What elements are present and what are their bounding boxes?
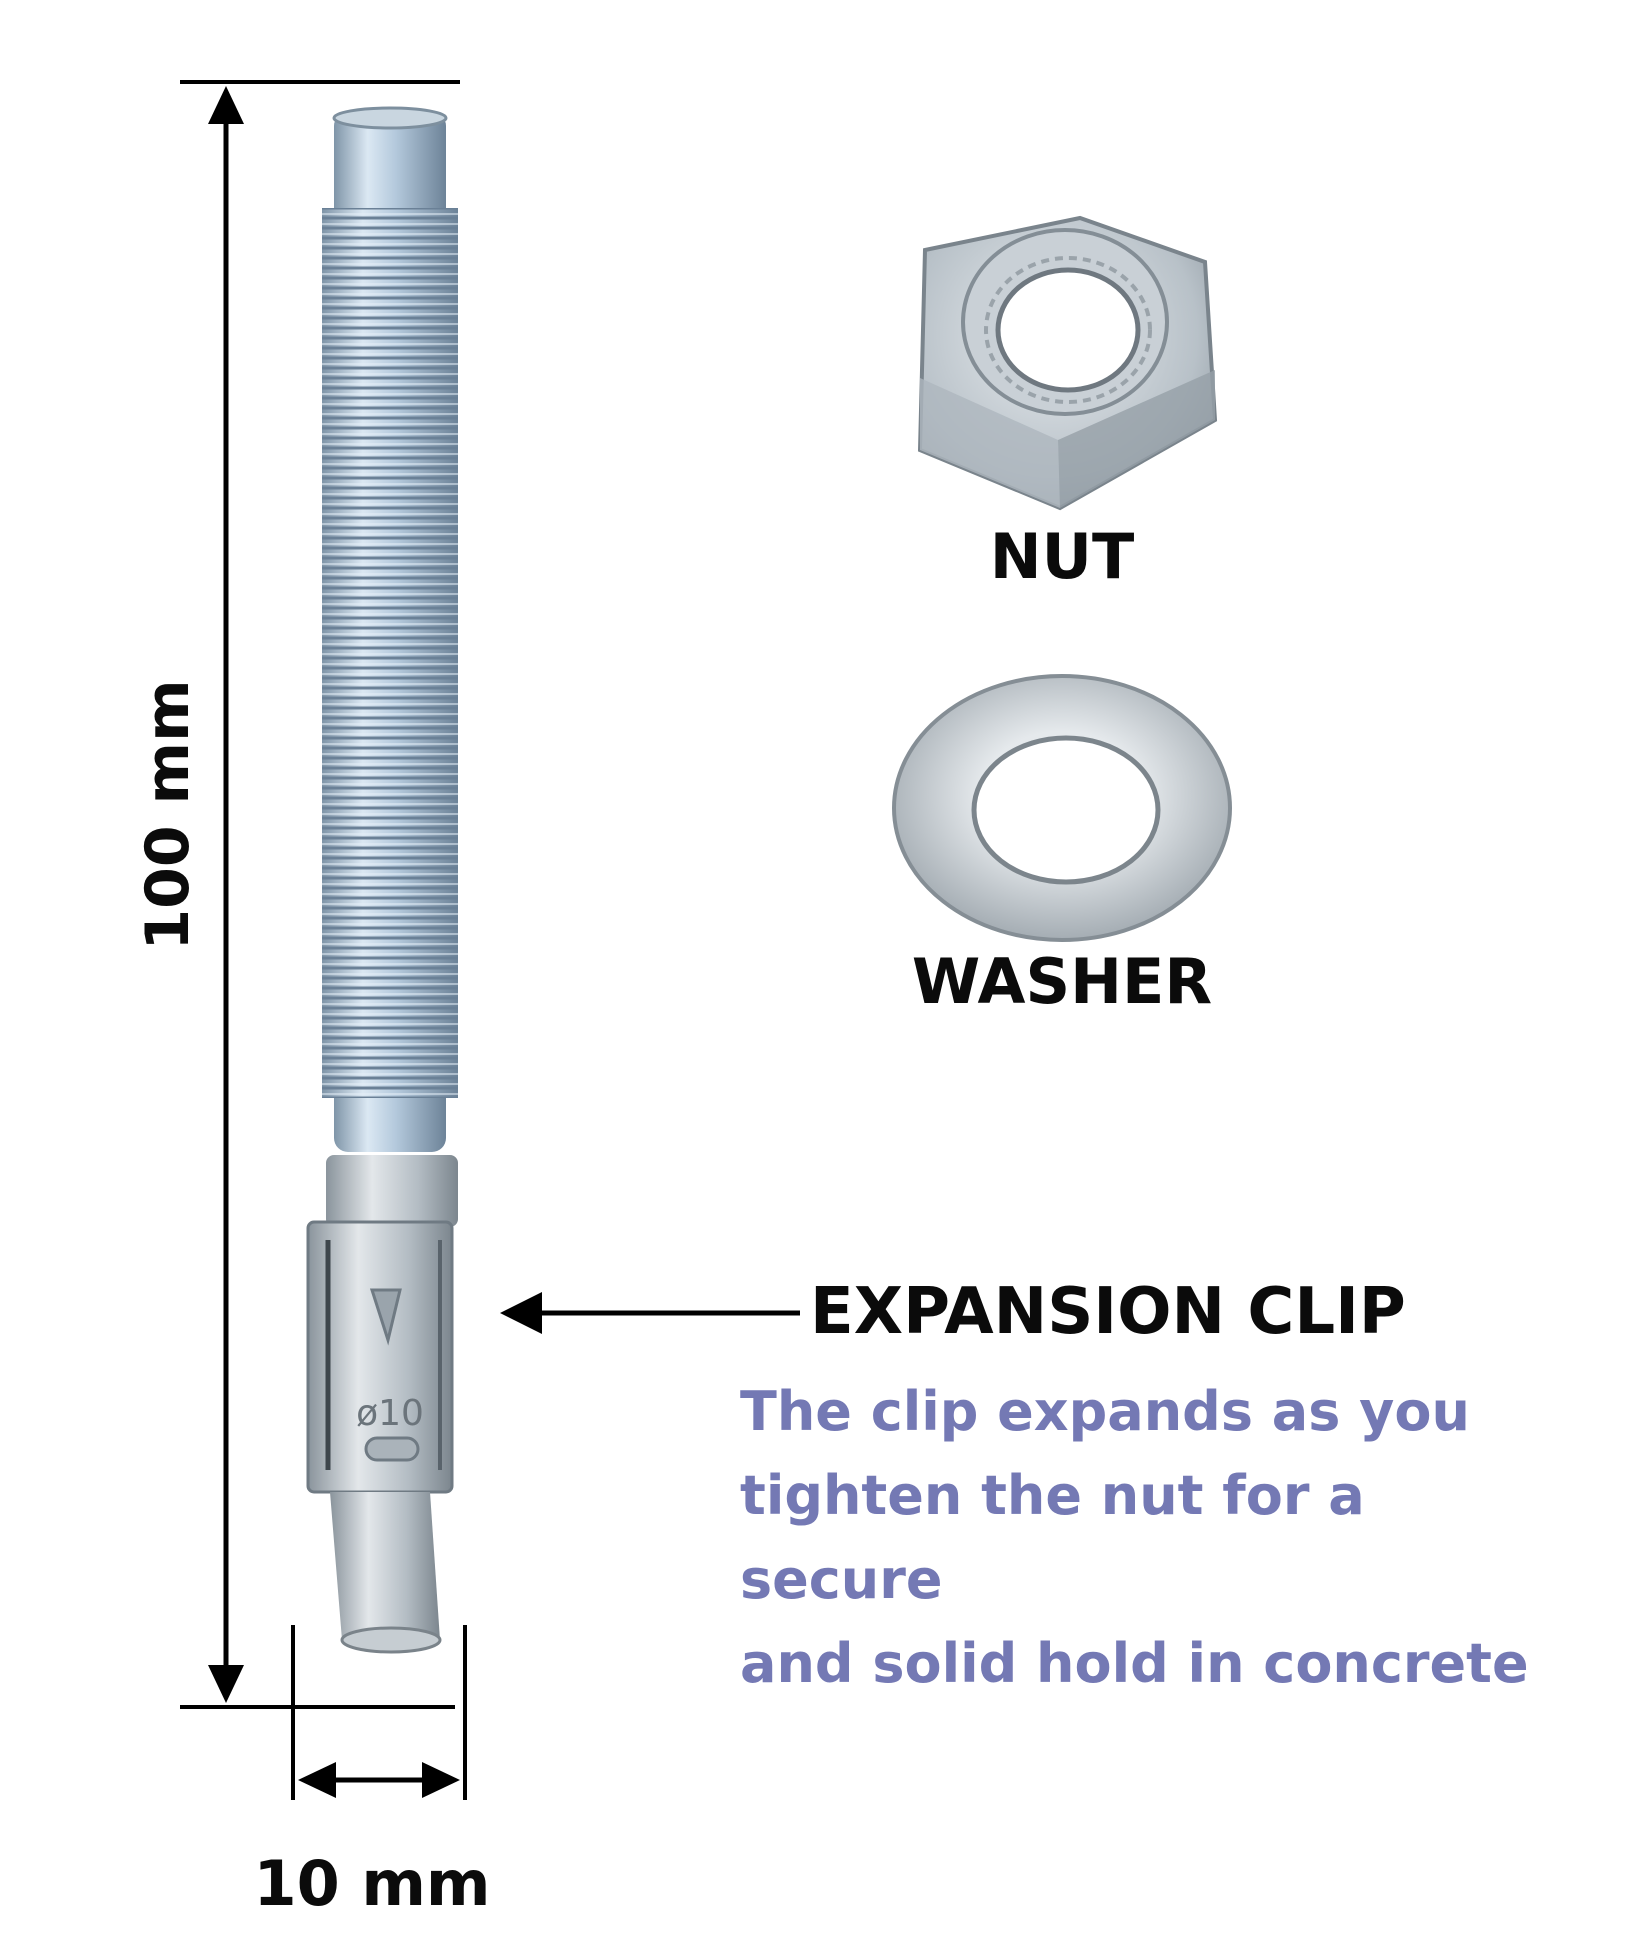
length-dimension bbox=[180, 80, 460, 1709]
arrow-up-icon bbox=[208, 86, 244, 124]
washer-label: WASHER bbox=[911, 945, 1213, 1018]
expansion-clip-description: The clip expands as you tighten the nut … bbox=[740, 1380, 1529, 1695]
width-label: 10 mm bbox=[253, 1847, 491, 1920]
anchor-bolt-image: ø10 bbox=[306, 106, 458, 1654]
expansion-clip-pointer bbox=[500, 1292, 800, 1334]
arrow-right-icon bbox=[422, 1762, 460, 1798]
expansion-clip-label: EXPANSION CLIP bbox=[810, 1275, 1406, 1349]
length-label: 100 mm bbox=[133, 679, 203, 951]
diameter-stamp: ø10 bbox=[356, 1393, 424, 1434]
width-dimension bbox=[291, 1625, 467, 1800]
arrow-down-icon bbox=[208, 1665, 244, 1703]
washer-image bbox=[892, 674, 1232, 942]
arrow-left-icon bbox=[500, 1292, 542, 1334]
arrow-left-icon bbox=[298, 1762, 336, 1798]
nut-label: NUT bbox=[989, 520, 1135, 593]
nut-image bbox=[917, 215, 1218, 511]
